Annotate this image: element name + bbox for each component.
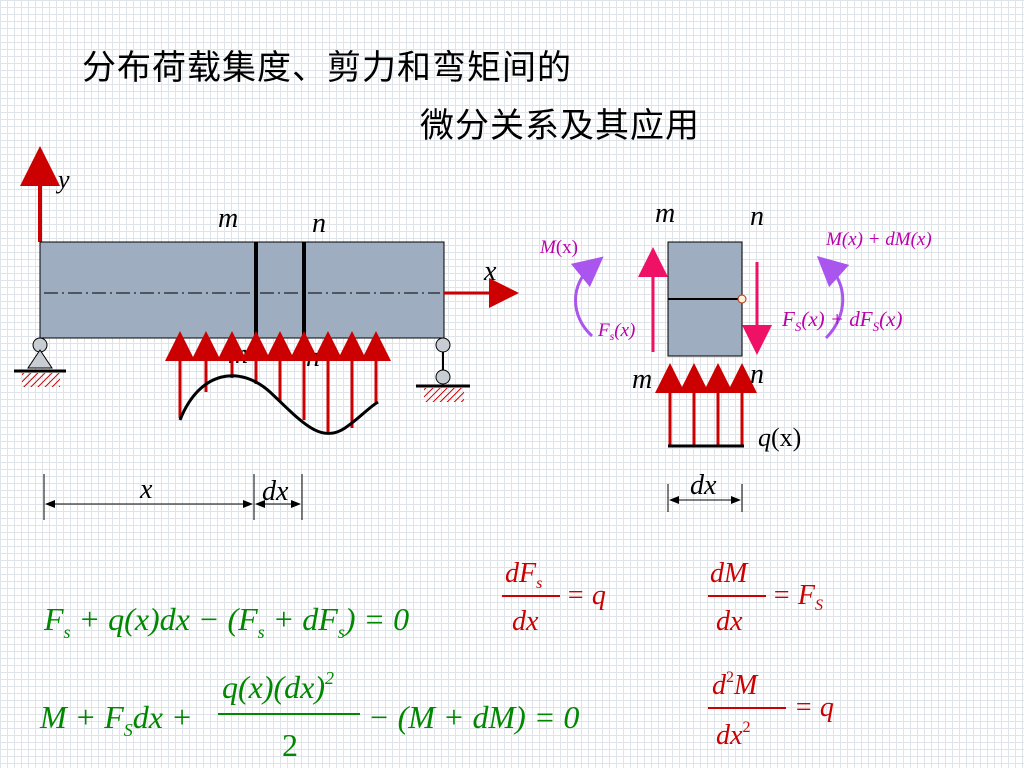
dimension-x-label: x — [139, 474, 153, 505]
beam-body — [39, 241, 445, 339]
section-m-label-top: m — [218, 203, 238, 234]
element-m-label-top: m — [655, 198, 675, 229]
element-m-label-bottom: m — [632, 364, 652, 395]
element-load-arrows — [655, 363, 757, 446]
element-n-label-top: n — [750, 201, 764, 232]
element-dx-label: dx — [690, 470, 717, 501]
equation-moment-balance-end: − (M + dM) = 0 — [368, 699, 579, 735]
deriv1-num: dFs — [505, 558, 542, 592]
deriv1-den: dx — [512, 606, 539, 637]
roller-support-right — [416, 337, 470, 402]
deriv2-rhs: = FS — [772, 580, 823, 614]
equations: Fs + q(x)dx − (Fs + dFs) = 0 M + FSdx + … — [39, 558, 834, 763]
title-line1: 分布荷载集度、剪力和弯矩间的 — [82, 48, 572, 88]
beam-diagram: y x m n m n — [14, 146, 519, 520]
equation-moment-fraction-num: q(x)(dx)2 — [222, 668, 334, 705]
section-n-label-top: n — [312, 208, 326, 239]
element-load-label: q(x) — [758, 423, 801, 452]
element-diagram: m n m n M(x) M(x) + dM(x) Fs(x) FS(x) + … — [539, 198, 932, 512]
element-dimension — [667, 484, 743, 512]
moment-right-label: M(x) + dM(x) — [825, 229, 932, 250]
deriv2-num: dM — [710, 558, 749, 589]
element-point — [737, 294, 747, 304]
deriv3-num: d2M — [712, 669, 759, 701]
equation-force-balance: Fs + q(x)dx − (Fs + dFs) = 0 — [43, 601, 409, 642]
deriv1-rhs: = q — [566, 580, 606, 611]
y-axis-label: y — [55, 165, 70, 194]
deriv2-den: dx — [716, 606, 743, 637]
title-line2: 微分关系及其应用 — [420, 106, 700, 146]
equation-moment-balance-start: M + FSdx + — [39, 699, 193, 740]
equation-moment-fraction-den: 2 — [282, 727, 298, 763]
moment-arc-right — [816, 255, 850, 340]
moment-arc-left — [570, 256, 604, 338]
load-curve — [178, 374, 379, 435]
dimension-lines — [43, 474, 303, 520]
element-n-label-bottom: n — [750, 359, 764, 390]
deriv3-den: dx2 — [716, 719, 750, 751]
deriv3-rhs: = q — [794, 692, 834, 723]
shear-left-label: Fs(x) — [597, 320, 635, 343]
shear-right-label: FS(x) + dFS(x) — [781, 307, 902, 334]
moment-left-label: M(x) — [539, 237, 578, 258]
x-axis-label: x — [483, 256, 497, 287]
section-n-label-bottom: n — [306, 342, 320, 373]
pin-support-left — [14, 337, 66, 387]
distributed-load-arrows — [165, 331, 391, 434]
dimension-dx-label: dx — [262, 476, 289, 507]
